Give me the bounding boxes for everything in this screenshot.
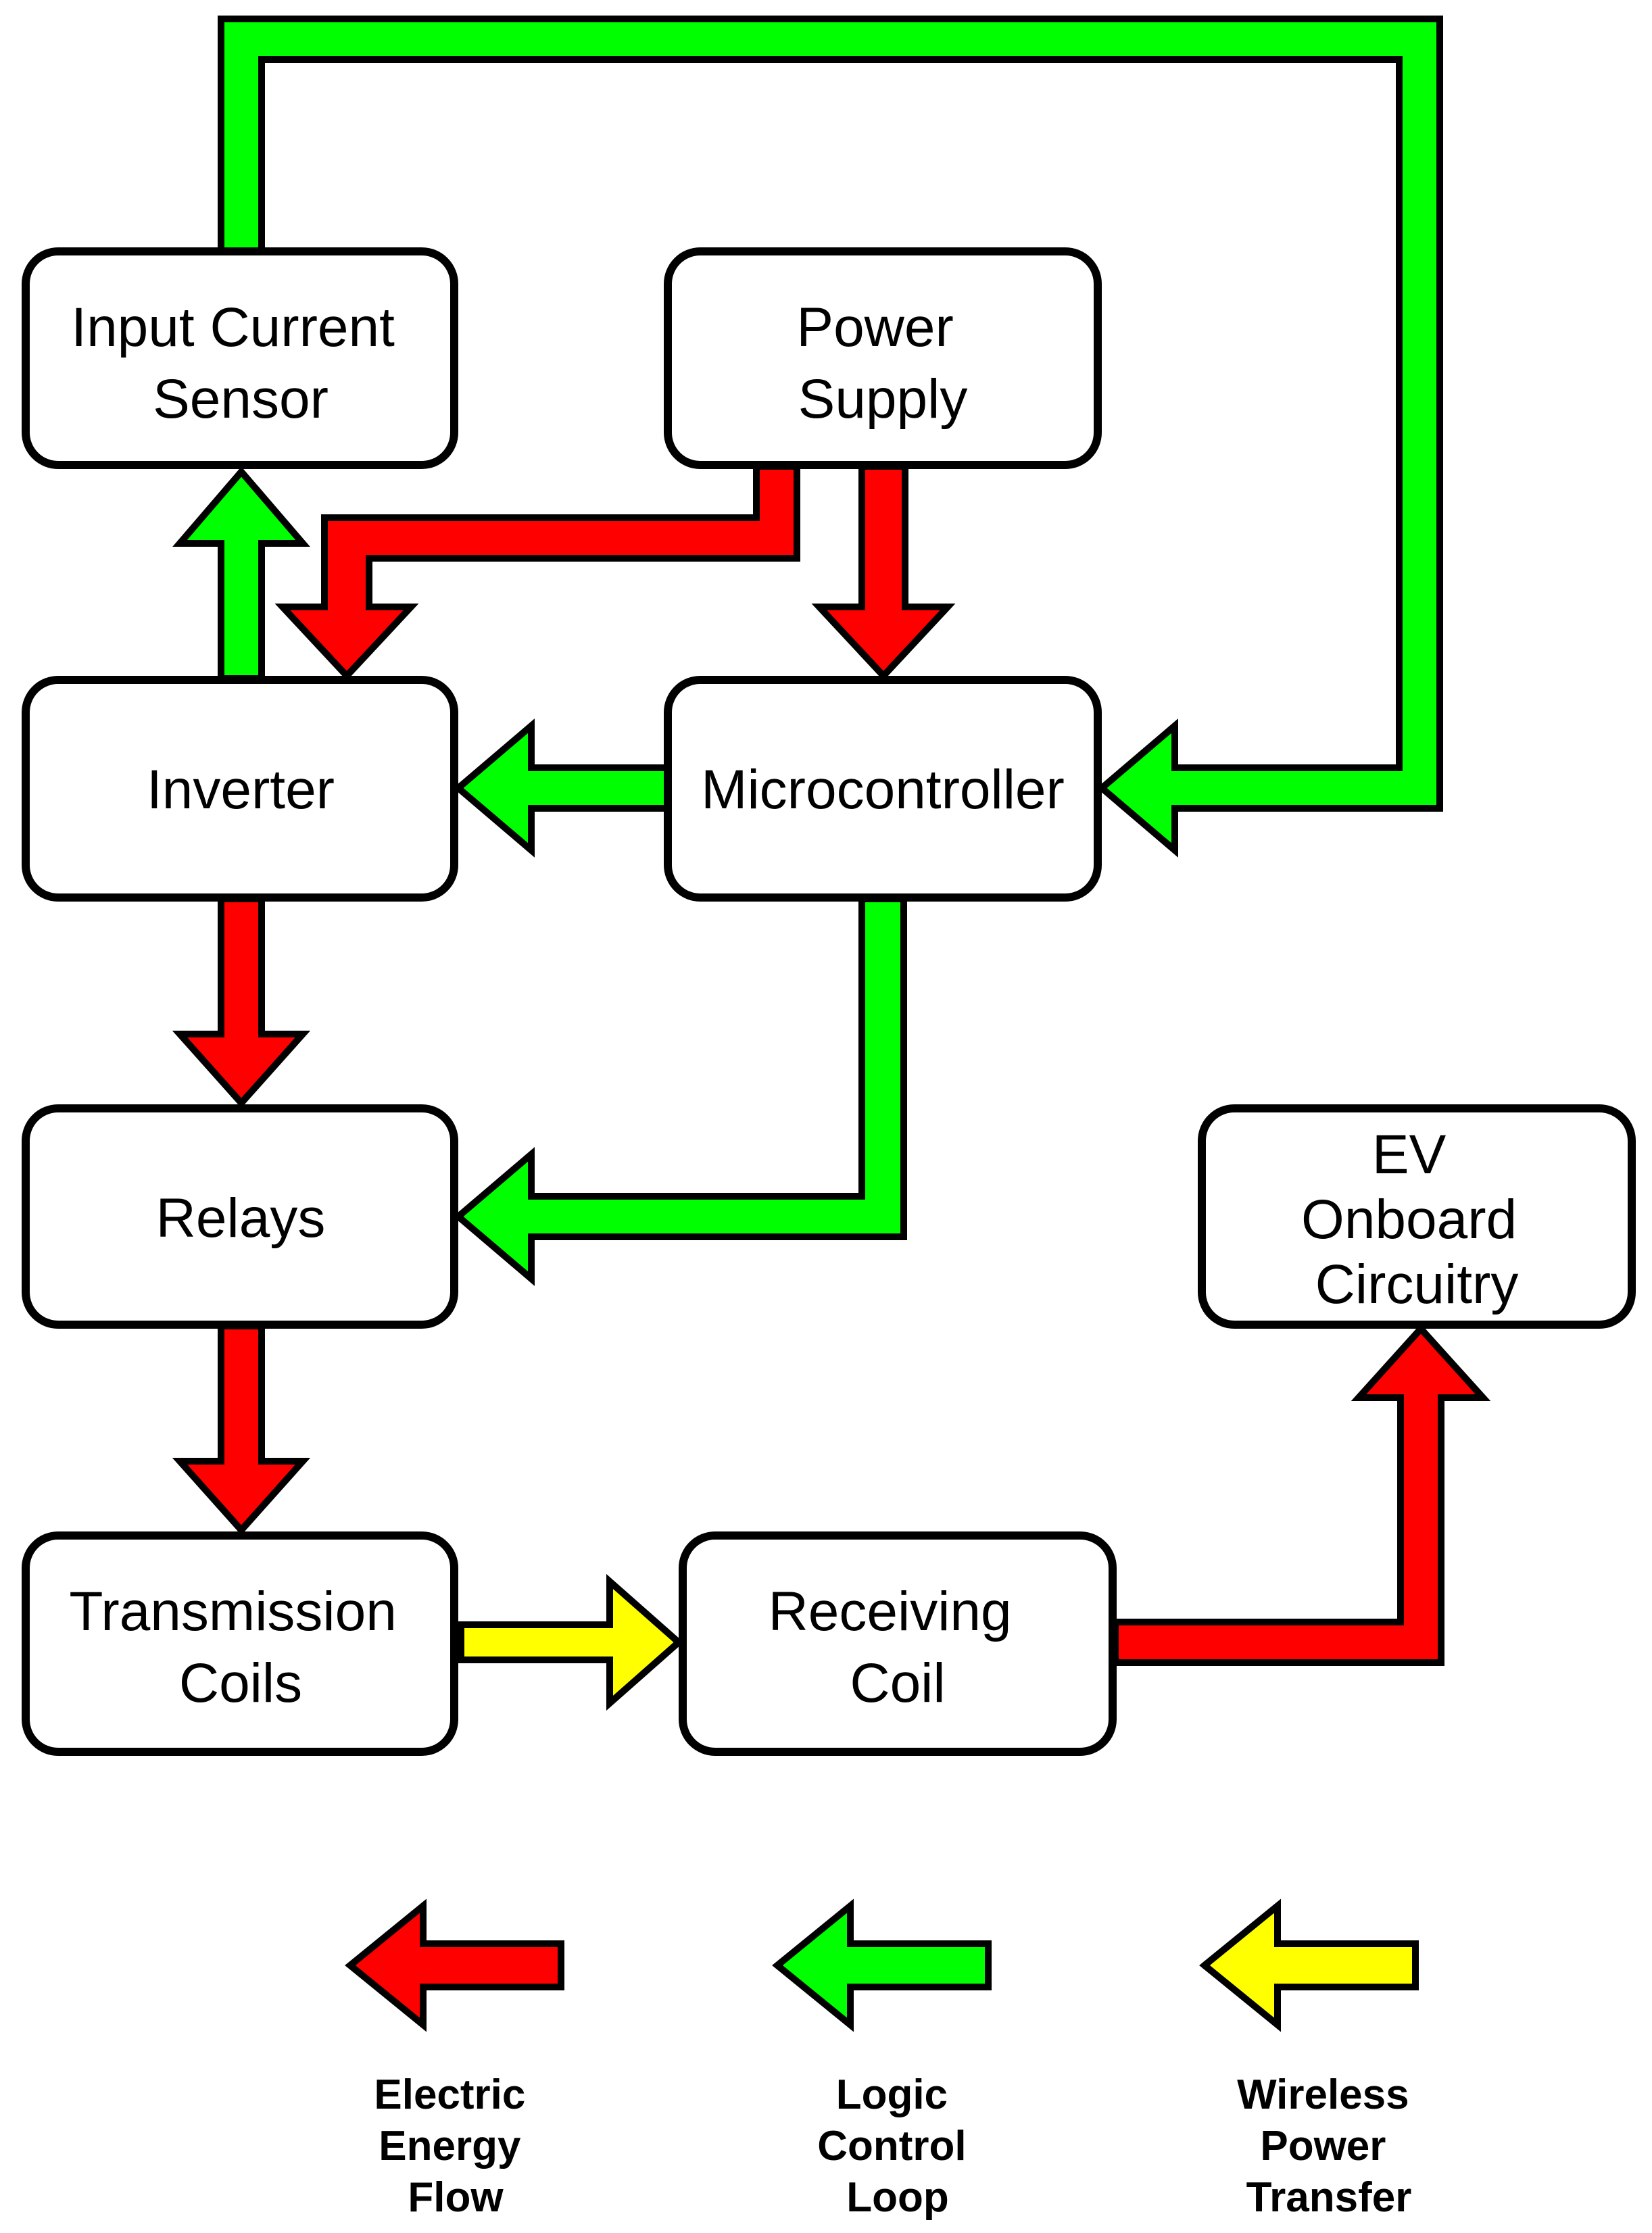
node-label: Transmission Coils <box>69 1581 412 1714</box>
node-power-supply: Power Supply <box>664 247 1102 469</box>
node-label: Input Current Sensor <box>71 297 410 430</box>
arrow-microcontroller-to-inverter <box>453 718 671 858</box>
node-label: Power Supply <box>796 297 969 430</box>
arrow-power-supply-to-inverter <box>274 463 800 681</box>
node-label: EV Onboard Circuitry <box>1301 1124 1532 1315</box>
legend-label: Logic Control Loop <box>817 2071 978 2221</box>
arrow-inverter-to-input-current-sensor <box>172 466 310 682</box>
node-input-current-sensor: Input Current Sensor <box>22 247 458 469</box>
node-label: Receiving Coil <box>769 1581 1027 1714</box>
arrow-microcontroller-to-relays <box>453 895 907 1286</box>
node-receiving-coil: Receiving Coil <box>679 1531 1117 1756</box>
node-label: Inverter <box>147 759 335 820</box>
node-ev-onboard-circuitry: EV Onboard Circuitry <box>1198 1104 1636 1329</box>
legend-arrow-electric <box>345 1898 564 2032</box>
legend: Electric Energy Flow Logic Control Loop … <box>345 1898 1421 2221</box>
legend-arrow-logic <box>772 1898 992 2032</box>
legend-item-electric: Electric Energy Flow <box>345 1898 564 2221</box>
arrow-receiving-coil-to-ev-onboard-circuitry <box>1112 1323 1491 1666</box>
arrow-relays-to-transmission-coils <box>172 1323 311 1536</box>
legend-item-logic: Logic Control Loop <box>772 1898 992 2221</box>
arrow-input-current-sensor-to-microcontroller <box>218 16 1443 858</box>
arrow-transmission-coils-to-receiving-coil <box>458 1573 684 1711</box>
legend-label: Electric Energy Flow <box>374 2071 537 2221</box>
legend-item-wireless: Wireless Power Transfer <box>1199 1898 1421 2221</box>
node-transmission-coils: Transmission Coils <box>22 1531 458 1756</box>
node-inverter: Inverter <box>22 676 458 902</box>
node-relays: Relays <box>22 1104 458 1329</box>
arrow-inverter-to-relays <box>172 895 311 1108</box>
node-label: Relays <box>156 1187 326 1249</box>
legend-label: Wireless Power Transfer <box>1237 2071 1421 2221</box>
legend-arrow-wireless <box>1199 1898 1419 2032</box>
arrow-power-supply-to-microcontroller <box>811 463 956 681</box>
node-label: Microcontroller <box>701 759 1065 820</box>
node-microcontroller: Microcontroller <box>664 676 1102 902</box>
